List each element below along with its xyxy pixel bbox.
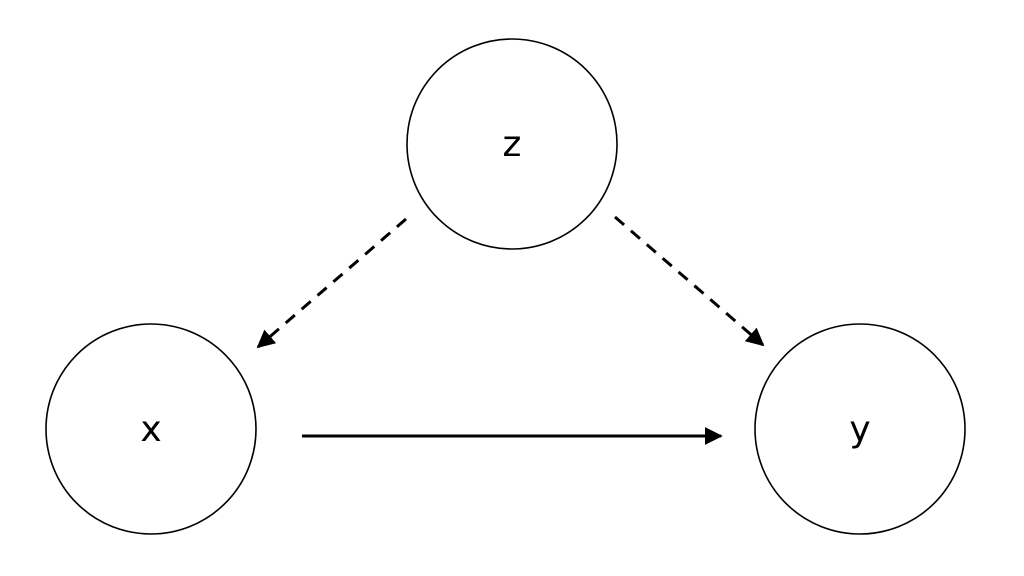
node-x-label: x	[140, 409, 161, 450]
node-x: x	[45, 323, 257, 535]
node-y: y	[754, 323, 966, 535]
edge-z-to-x	[256, 217, 407, 349]
node-z: z	[406, 38, 618, 250]
edge-z-to-y	[614, 215, 765, 347]
node-z-label: z	[503, 124, 522, 165]
node-y-circle	[754, 323, 966, 535]
node-y-label: y	[849, 409, 870, 450]
node-z-circle	[406, 38, 618, 250]
node-x-circle	[45, 323, 257, 535]
